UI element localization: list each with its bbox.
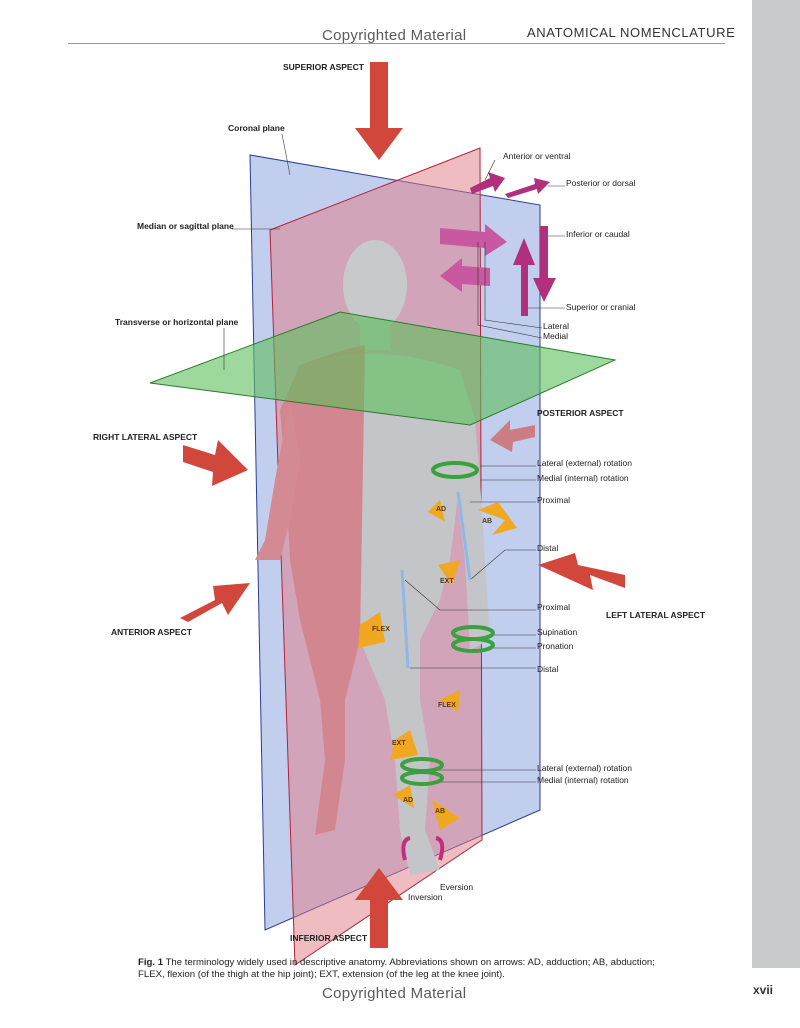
label-supination: Supination [537, 627, 578, 637]
arrow-label-ext-arm: EXT [440, 578, 454, 585]
label-coronal-plane: Coronal plane [228, 123, 285, 133]
caption-label: Fig. 1 [138, 957, 164, 968]
label-inferior-caudal: Inferior or caudal [566, 229, 630, 239]
figure-caption: Fig. 1 The terminology widely used in de… [138, 957, 678, 981]
left-lateral-aspect-arrow [538, 553, 625, 590]
arrow-label-ad-arm: AD [436, 506, 447, 513]
movement-arrows [358, 500, 517, 830]
label-leg-distal: Distal [537, 664, 559, 674]
label-inferior-aspect: INFERIOR ASPECT [290, 933, 368, 943]
label-arm-medial-rotation: Medial (internal) rotation [537, 473, 629, 483]
page-number: xvii [753, 983, 774, 997]
label-posterior-aspect: POSTERIOR ASPECT [537, 408, 624, 418]
proximal-distal-arrows [400, 491, 472, 669]
label-sagittal-plane: Median or sagittal plane [137, 221, 234, 231]
right-lateral-aspect-arrow [183, 440, 248, 486]
label-superior-aspect: SUPERIOR ASPECT [283, 62, 364, 72]
rotation-rings [400, 461, 495, 786]
inferior-aspect-arrow [355, 868, 403, 948]
arrow-label-ab-arm: AB [482, 518, 493, 525]
copyright-watermark-bottom: Copyrighted Material [322, 985, 467, 1002]
label-posterior-dorsal: Posterior or dorsal [566, 178, 636, 188]
posterior-aspect-arrow [490, 420, 535, 452]
header-rule [68, 43, 725, 44]
label-transverse-plane: Transverse or horizontal plane [115, 317, 239, 327]
copyright-watermark-top: Copyrighted Material [322, 27, 467, 44]
label-eversion: Eversion [440, 882, 474, 892]
superior-aspect-arrow [355, 62, 403, 160]
aspect-arrows [180, 62, 625, 948]
label-left-lateral-aspect: LEFT LATERAL ASPECT [606, 610, 706, 620]
arrow-label-flex-leg: FLEX [438, 702, 456, 709]
page-edge-tab [752, 0, 800, 968]
label-inversion: Inversion [408, 892, 443, 902]
label-leg-lateral-rotation: Lateral (external) rotation [537, 763, 632, 773]
arrow-label-flex-thigh: FLEX [372, 626, 390, 633]
inversion-eversion-arrows [401, 836, 445, 861]
label-medial: Medial [543, 331, 569, 341]
label-superior-cranial: Superior or cranial [566, 302, 636, 312]
arrow-label-ab-foot: AB [435, 808, 446, 815]
arrow-label-ext-leg: EXT [392, 740, 406, 747]
label-arm-lateral-rotation: Lateral (external) rotation [537, 458, 632, 468]
label-lateral: Lateral [543, 321, 569, 331]
label-anterior-aspect: ANTERIOR ASPECT [111, 627, 192, 637]
human-figure [255, 240, 490, 875]
transverse-plane [149, 311, 617, 426]
label-pronation: Pronation [537, 641, 574, 651]
label-anterior-ventral: Anterior or ventral [503, 151, 571, 161]
running-head: ANATOMICAL NOMENCLATURE [527, 25, 736, 40]
label-leg-medial-rotation: Medial (internal) rotation [537, 775, 629, 785]
arrow-label-ad-foot: AD [403, 797, 414, 804]
direction-arrows [440, 172, 556, 316]
label-arm-distal: Distal [537, 543, 559, 553]
label-arm-proximal: Proximal [537, 495, 571, 505]
label-leg-proximal: Proximal [537, 602, 571, 612]
label-right-lateral-aspect: RIGHT LATERAL ASPECT [93, 432, 198, 442]
anterior-aspect-arrow [180, 583, 250, 622]
caption-text: The terminology widely used in descripti… [138, 957, 655, 980]
